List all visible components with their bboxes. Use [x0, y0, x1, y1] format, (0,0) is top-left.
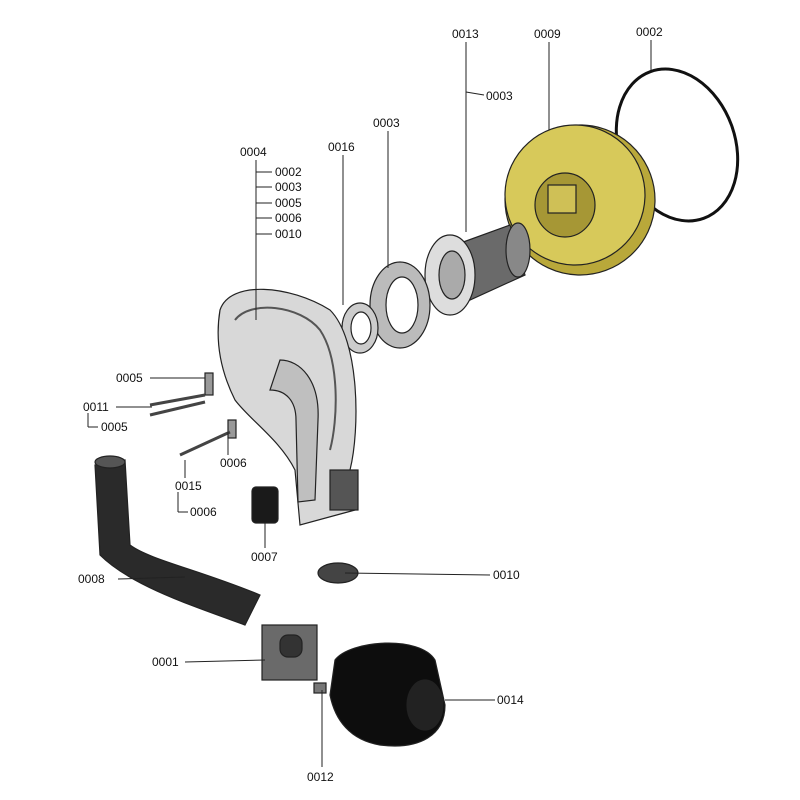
pipe-opening: [94, 455, 126, 469]
label-0006: 0006: [220, 456, 247, 470]
label-0015: 0015: [175, 479, 202, 493]
plug-part: [313, 682, 327, 694]
label-0007: 0007: [251, 550, 278, 564]
label-0004-sub-0005: 0005: [275, 196, 302, 210]
label-0005: 0005: [116, 371, 143, 385]
label-0012: 0012: [307, 770, 334, 784]
ionisation-electrode-part: [179, 419, 237, 457]
label-0004-sub-0002: 0002: [275, 165, 302, 179]
burner-housing-part: [217, 288, 359, 526]
flame-tube-part: [424, 222, 531, 316]
air-intake-pipe-part: [94, 459, 261, 626]
retaining-ring-part: [341, 302, 379, 354]
connector-part: [251, 486, 279, 524]
label-0009: 0009: [534, 27, 561, 41]
label-0004-sub-0010: 0010: [275, 227, 302, 241]
gasket-part: [369, 261, 431, 349]
label-0010: 0010: [493, 568, 520, 582]
label-0003-tube: 0003: [486, 89, 513, 103]
label-0016: 0016: [328, 140, 355, 154]
label-0014: 0014: [497, 693, 524, 707]
label-0013: 0013: [452, 27, 479, 41]
fan-part: [329, 642, 446, 747]
insulation-ring-part: [504, 124, 656, 276]
ignition-electrode-part: [149, 372, 214, 417]
leader-lines: [87, 40, 652, 767]
label-0002-ring: 0002: [636, 25, 663, 39]
label-0003-gasket: 0003: [373, 116, 400, 130]
label-0004: 0004: [240, 145, 267, 159]
label-0011: 0011: [83, 400, 109, 414]
label-0008: 0008: [78, 572, 105, 586]
label-0005-sub: 0005: [101, 420, 128, 434]
label-0004-sub-0003: 0003: [275, 180, 302, 194]
label-0001: 0001: [152, 655, 179, 669]
label-0006-sub: 0006: [190, 505, 217, 519]
gas-valve-part: [261, 624, 318, 681]
label-0004-sub-0006: 0006: [275, 211, 302, 225]
